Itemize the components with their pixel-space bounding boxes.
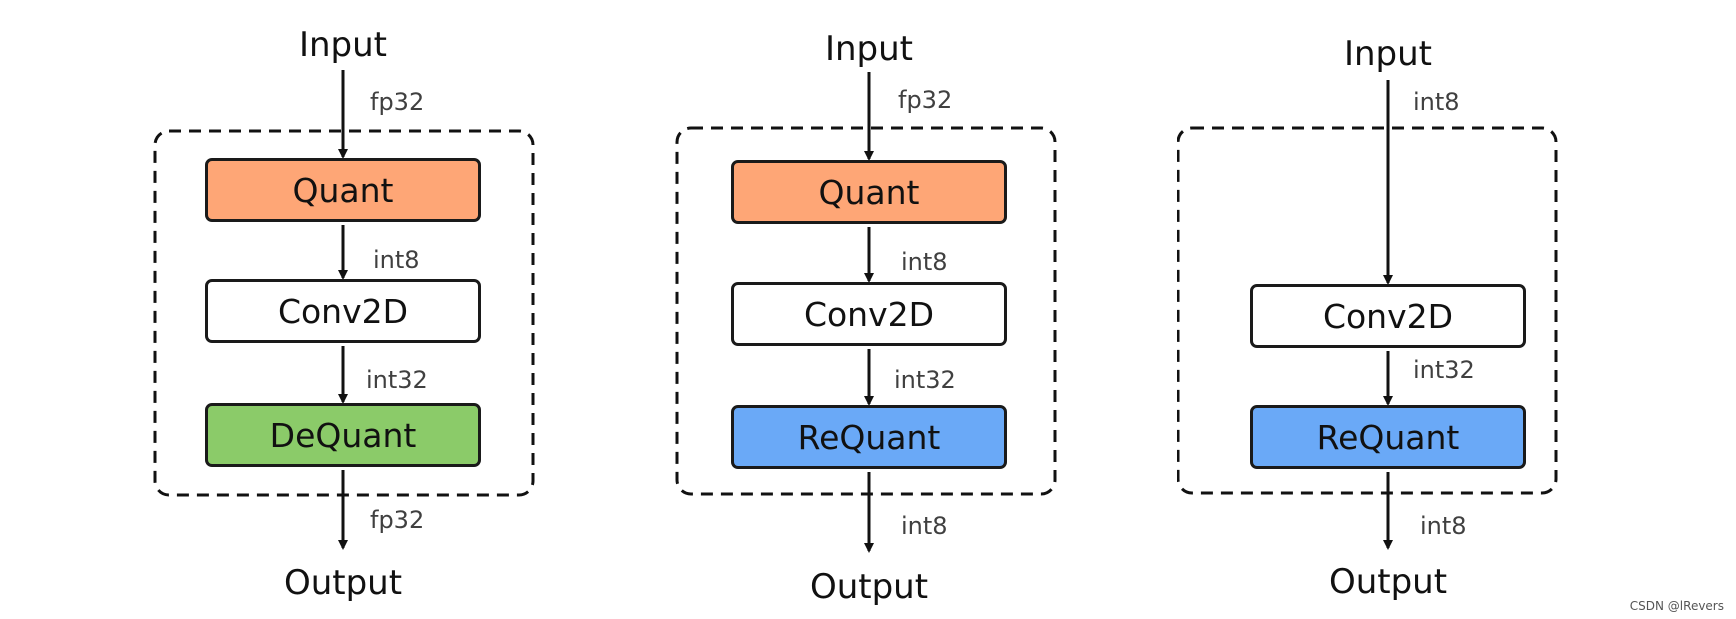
diagram-int8-requant: Input int8 Conv2D int32 ReQuant int8 Out… (1177, 0, 1657, 619)
conv2d-block: Conv2D (731, 282, 1007, 346)
watermark-text: CSDN @lRevers (1629, 599, 1724, 613)
output-label: Output (809, 567, 929, 607)
conv-out-dtype: int32 (894, 366, 956, 394)
dequant-block: DeQuant (205, 403, 481, 467)
conv2d-block: Conv2D (1250, 284, 1526, 348)
input-label: Input (298, 25, 388, 65)
output-dtype: fp32 (370, 506, 425, 534)
output-dtype: int8 (901, 512, 948, 540)
input-dtype: int8 (1413, 88, 1460, 116)
output-dtype: int8 (1420, 512, 1467, 540)
output-label: Output (1328, 562, 1448, 602)
input-dtype: fp32 (898, 86, 953, 114)
diagram-fp32-requant: Input fp32 Quant int8 Conv2D int32 ReQua… (675, 0, 1155, 619)
input-label: Input (1343, 34, 1433, 74)
diagram-fp32-dequant: Input fp32 Quant int8 Conv2D int32 DeQua… (150, 0, 630, 619)
quant-block: Quant (205, 158, 481, 222)
quant-block: Quant (731, 160, 1007, 224)
conv-out-dtype: int32 (366, 366, 428, 394)
dashed-boundary (1177, 126, 1558, 495)
diagram-3-wires (1177, 80, 1558, 550)
quant-out-dtype: int8 (901, 248, 948, 276)
diagram-1-wires (153, 70, 535, 550)
diagram-2-wires (675, 72, 1057, 553)
conv2d-block: Conv2D (205, 279, 481, 343)
requant-block: ReQuant (1250, 405, 1526, 469)
output-label: Output (283, 563, 403, 603)
dashed-boundary (675, 126, 1057, 496)
quant-out-dtype: int8 (373, 246, 420, 274)
requant-block: ReQuant (731, 405, 1007, 469)
conv-out-dtype: int32 (1413, 356, 1475, 384)
input-dtype: fp32 (370, 88, 425, 116)
input-label: Input (824, 29, 914, 69)
